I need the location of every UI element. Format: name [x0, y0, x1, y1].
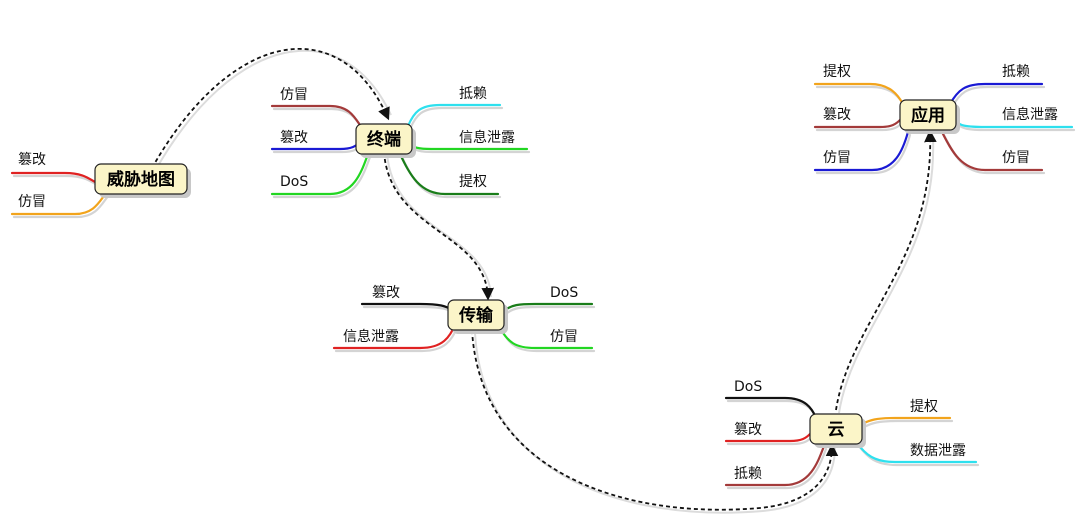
branch-label: DoS: [550, 285, 578, 301]
branch-line: [940, 130, 1044, 172]
link-terminal-transport: [383, 151, 494, 301]
branch-line: [813, 130, 910, 172]
relationship-links: [151, 48, 937, 514]
branch-line: [813, 118, 902, 129]
branch-label: 抵赖: [734, 466, 762, 482]
branch-label: 信息泄露: [459, 129, 515, 146]
branch-label: 抵赖: [459, 86, 487, 102]
branch-line: [406, 103, 502, 128]
branch-line: [724, 432, 812, 443]
branch-label: 仿冒: [823, 150, 851, 166]
branch-line: [410, 144, 529, 151]
topic-title: 传输: [458, 305, 494, 326]
topic-title: 应用: [911, 105, 945, 126]
branch-line: [724, 444, 826, 487]
branch-label: 信息泄露: [1002, 106, 1058, 123]
link-cloud-application: [835, 129, 937, 411]
branch-label: 篡改: [18, 151, 46, 168]
branch-label: 数据泄露: [910, 443, 966, 459]
branch-line: [813, 82, 905, 106]
topic-node-transport[interactable]: 传输: [447, 299, 508, 334]
topic-node-cloud[interactable]: 云: [809, 413, 866, 448]
branch-line: [398, 152, 500, 196]
topic-title: 威胁地图: [107, 169, 175, 190]
branch-line: [270, 152, 370, 196]
branch-label: 提权: [910, 399, 938, 415]
link-transport-cloud: [471, 329, 839, 511]
link-threatmap-terminal: [151, 48, 390, 169]
branch-label: 提权: [823, 64, 851, 80]
branch-label: 篡改: [734, 421, 762, 438]
branch-label: 抵赖: [1002, 64, 1030, 80]
branch-label: 提权: [459, 174, 487, 190]
topic-title: 云: [828, 420, 845, 440]
branch-label: DoS: [280, 174, 308, 190]
topic-node-terminal[interactable]: 终端: [355, 123, 416, 158]
branch-label: 仿冒: [18, 194, 46, 210]
branch-label: 篡改: [823, 106, 851, 123]
topic-node-threat-map[interactable]: 威胁地图: [94, 163, 191, 198]
topic-title: 终端: [367, 129, 401, 150]
branch-label: DoS: [734, 379, 762, 395]
branch-label: 篡改: [280, 129, 308, 146]
branch-label: 篡改: [372, 284, 400, 301]
branch-label: 信息泄露: [343, 328, 399, 345]
topic-node-application[interactable]: 应用: [899, 99, 960, 134]
branch-label: 仿冒: [280, 87, 308, 103]
branch-label: 仿冒: [550, 329, 578, 345]
branch-labels: 篡改 仿冒 仿冒 篡改 DoS 抵赖 信息泄露 提权 篡改 信息泄露 DoS 仿…: [18, 64, 1058, 482]
branch-label: 仿冒: [1002, 150, 1030, 166]
